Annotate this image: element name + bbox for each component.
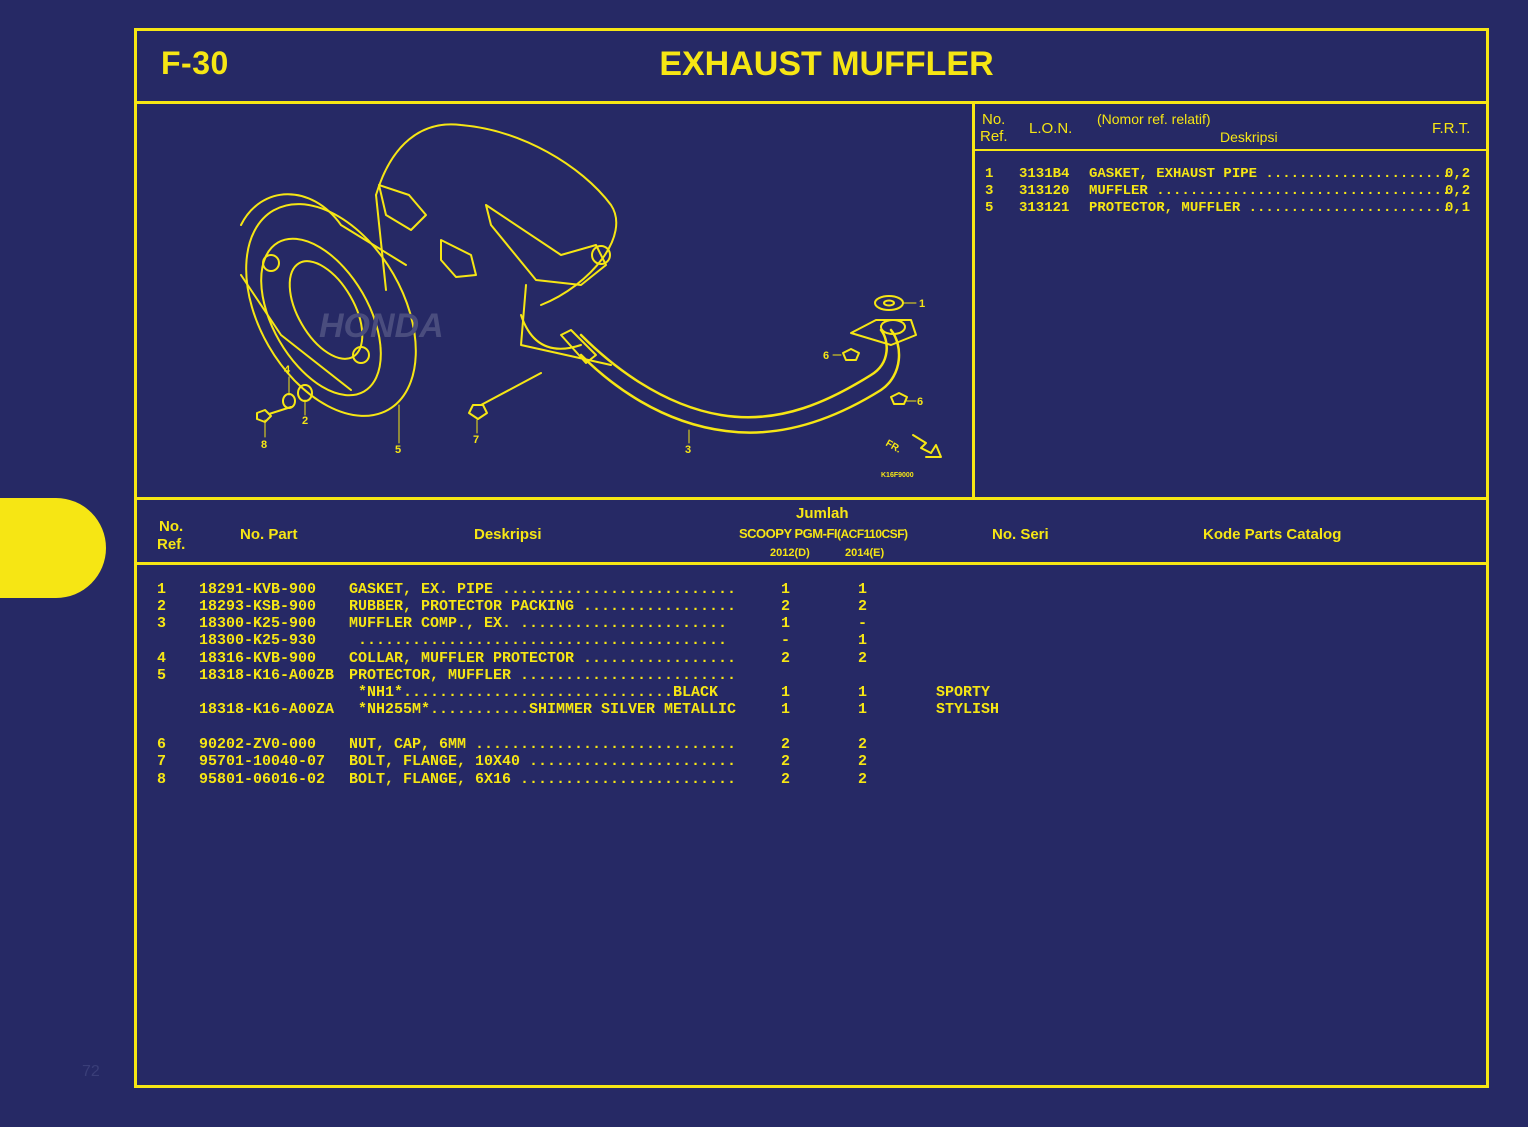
table-row: 1 18291-KVB-900 GASKET, EX. PIPE .......… <box>157 581 868 598</box>
lon-header-deskripsi: Deskripsi <box>1220 129 1278 145</box>
callout-2: 2 <box>302 415 308 427</box>
table-row: 8 95801-06016-02 BOLT, FLANGE, 6X16 ....… <box>157 771 868 788</box>
callout-5: 5 <box>395 444 401 456</box>
exploded-view-diagram: HONDA 1 2 3 4 5 6 6 7 8 FR. K16F9000 <box>240 123 942 479</box>
lon-header-frt: F.R.T. <box>1432 120 1471 137</box>
divider-diagram <box>972 101 975 497</box>
divider-parts <box>137 497 1486 500</box>
front-marker: FR. <box>884 438 904 456</box>
parts-header-2014: 2014(E) <box>845 547 885 559</box>
lon-row: 3 313120 MUFFLER .......................… <box>985 183 1471 199</box>
parts-header-no: No. <box>159 518 184 535</box>
divider-parts-header <box>137 562 1486 565</box>
table-row: 2 18293-KSB-900 RUBBER, PROTECTOR PACKIN… <box>157 598 868 615</box>
callout-7: 7 <box>473 434 479 446</box>
diagram-code: K16F9000 <box>881 472 914 479</box>
brand-watermark: HONDA <box>319 307 444 345</box>
lon-header-ref: Ref. <box>980 128 1008 145</box>
divider-lon-header <box>975 149 1486 151</box>
parts-header-no-seri: No. Seri <box>992 526 1049 543</box>
table-row: 4 18316-KVB-900 COLLAR, MUFFLER PROTECTO… <box>157 650 868 667</box>
callout-6a: 6 <box>823 350 829 362</box>
table-row: 5 18318-K16-A00ZB PROTECTOR, MUFFLER ...… <box>157 667 737 684</box>
parts-header-2012: 2012(D) <box>770 547 810 559</box>
callout-6b: 6 <box>917 396 923 408</box>
table-row: 6 90202-ZV0-000 NUT, CAP, 6MM ..........… <box>157 736 868 753</box>
table-row: *NH1*..............................BLACK… <box>349 684 991 701</box>
callout-1: 1 <box>919 298 925 310</box>
lon-row: 1 3131B4 GASKET, EXHAUST PIPE ..........… <box>985 166 1471 182</box>
parts-header-model: SCOOPY PGM-FI(ACF110CSF) <box>739 526 908 541</box>
lon-row: 5 313121 PROTECTOR, MUFFLER ............… <box>985 200 1471 216</box>
parts-header-ref: Ref. <box>157 536 186 553</box>
parts-header-no-part: No. Part <box>240 526 298 543</box>
table-row: 18300-K25-930 ..........................… <box>199 632 868 649</box>
parts-header-deskripsi: Deskripsi <box>474 526 542 543</box>
table-row: 18318-K16-A00ZA *NH255M*...........SHIMM… <box>199 701 1000 718</box>
table-row: 7 95701-10040-07 BOLT, FLANGE, 10X40 ...… <box>157 753 868 770</box>
figure-number: F-30 <box>161 45 229 81</box>
lon-header-nomor: (Nomor ref. relatif) <box>1097 111 1211 127</box>
lon-header-no: No. <box>982 111 1006 128</box>
catalog-frame: F-30 EXHAUST MUFFLER <box>134 28 1489 1088</box>
page-number: 72 <box>82 1063 100 1080</box>
parts-header-jumlah: Jumlah <box>796 505 849 522</box>
callout-4: 4 <box>284 364 291 376</box>
muffler-end-cap <box>245 203 417 417</box>
page-title: EXHAUST MUFFLER <box>659 45 994 83</box>
lon-header-lon: L.O.N. <box>1029 120 1073 137</box>
parts-header-kode: Kode Parts Catalog <box>1203 526 1342 543</box>
table-row: 3 18300-K25-900 MUFFLER COMP., EX. .....… <box>157 615 868 632</box>
divider-title <box>137 101 1486 104</box>
callout-8: 8 <box>261 439 267 451</box>
muffler-outline-top <box>240 193 407 266</box>
callout-3: 3 <box>685 444 691 456</box>
section-tab[interactable] <box>0 498 106 598</box>
